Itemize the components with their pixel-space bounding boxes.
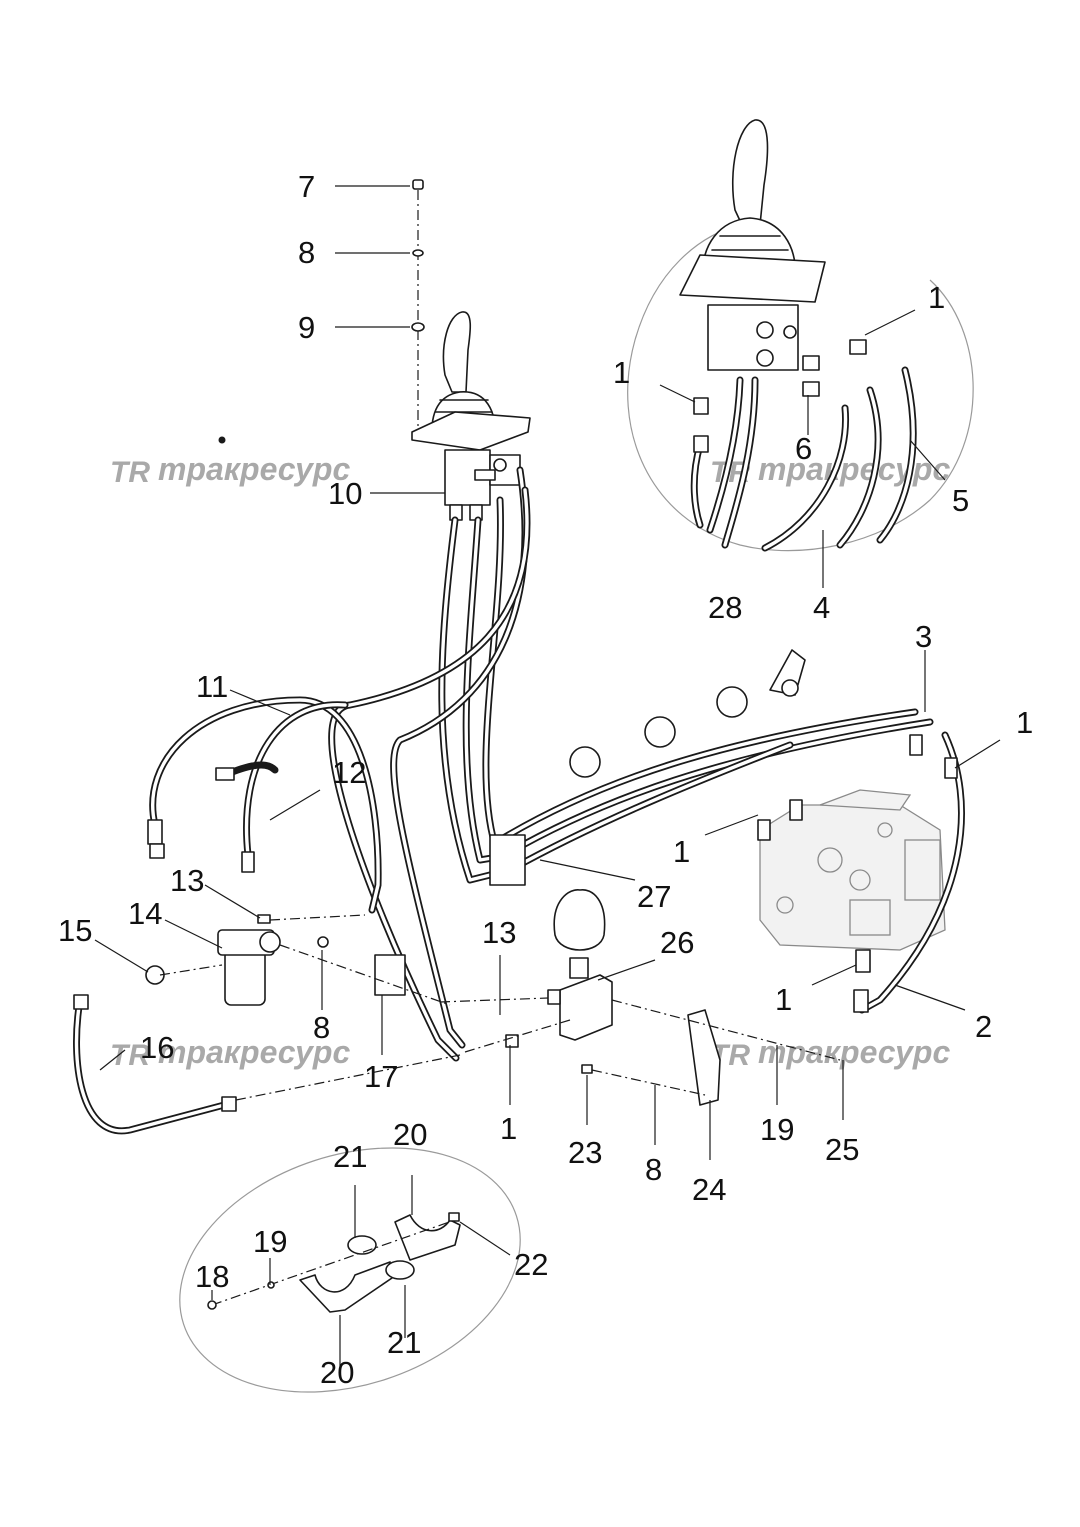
callout-22: 22 [514,1247,548,1282]
svg-text:трaкресурс: трaкресурс [758,1034,950,1070]
joystick-main [411,311,531,521]
callout-21: 21 [387,1325,421,1360]
callout-8: 8 [313,1010,330,1045]
svg-text:трaкресурс: трaкресурс [158,451,350,487]
callout-1: 1 [500,1111,517,1146]
callout-20: 20 [393,1117,427,1152]
callout-8: 8 [645,1152,662,1187]
callout-28: 28 [708,590,742,625]
callout-19: 19 [760,1112,794,1147]
callout-17: 17 [364,1059,398,1094]
joystick-detail [679,119,826,371]
callout-27: 27 [637,879,671,914]
callout-1: 1 [1016,705,1033,740]
clamp-detail [207,1212,461,1313]
callout-1: 1 [613,355,630,390]
callout-1: 1 [775,982,792,1017]
accumulator-block [439,889,841,1106]
callout-12: 12 [332,755,366,790]
hose-detail-4-5-6 [690,339,917,552]
watermark-logo-3: TR трaкресурс [110,1034,350,1072]
hose-11-12 [147,436,382,914]
callout-24: 24 [692,1172,726,1207]
callout-1: 1 [928,280,945,315]
callout-20: 20 [320,1355,354,1390]
hose-bundle-main [328,466,531,1062]
svg-text:TR: TR [110,456,150,489]
callout-14: 14 [128,896,162,931]
callout-3: 3 [915,619,932,654]
bushings-28 [569,649,806,778]
callout-7: 7 [298,169,315,204]
callout-9: 9 [298,310,315,345]
callout-25: 25 [825,1132,859,1167]
callout-23: 23 [568,1135,602,1170]
callout-6: 6 [795,431,812,466]
svg-text:TR: TR [110,1039,150,1072]
leader-lines [94,185,1001,1368]
callout-11: 11 [196,669,228,704]
callout-26: 26 [660,925,694,960]
callout-1: 1 [673,834,690,869]
callout-18: 18 [195,1259,229,1294]
fittings-valve [757,734,958,1013]
callout-numbers: 1 1 1 1 1 1 2 3 4 5 6 7 8 8 8 9 10 11 12… [58,169,1033,1390]
callout-10: 10 [328,476,362,511]
watermark-logo-4: TR трaкресурс [710,1034,950,1072]
svg-text:трaкресурс: трaкресурс [758,451,950,487]
callout-4: 4 [813,590,830,625]
callout-8: 8 [298,235,315,270]
filter-assembly [73,914,461,1135]
callout-15: 15 [58,913,92,948]
hose-2-3-27 [489,708,965,1014]
callout-16: 16 [140,1030,174,1065]
watermark-logo-1: TR трaкресурс [110,451,350,489]
detail-circle-joystick-valve [627,224,974,552]
callout-19: 19 [253,1224,287,1259]
detail-circle-bracket-clamp [179,1147,521,1393]
callout-2: 2 [975,1009,992,1044]
callout-21: 21 [333,1139,367,1174]
callout-13: 13 [482,915,516,950]
svg-text:трaкресурс: трaкресурс [158,1034,350,1070]
control-valve-block [759,789,946,951]
callout-13: 13 [170,863,204,898]
callout-5: 5 [952,483,969,518]
bolt-stack-7-8-9 [411,179,425,430]
